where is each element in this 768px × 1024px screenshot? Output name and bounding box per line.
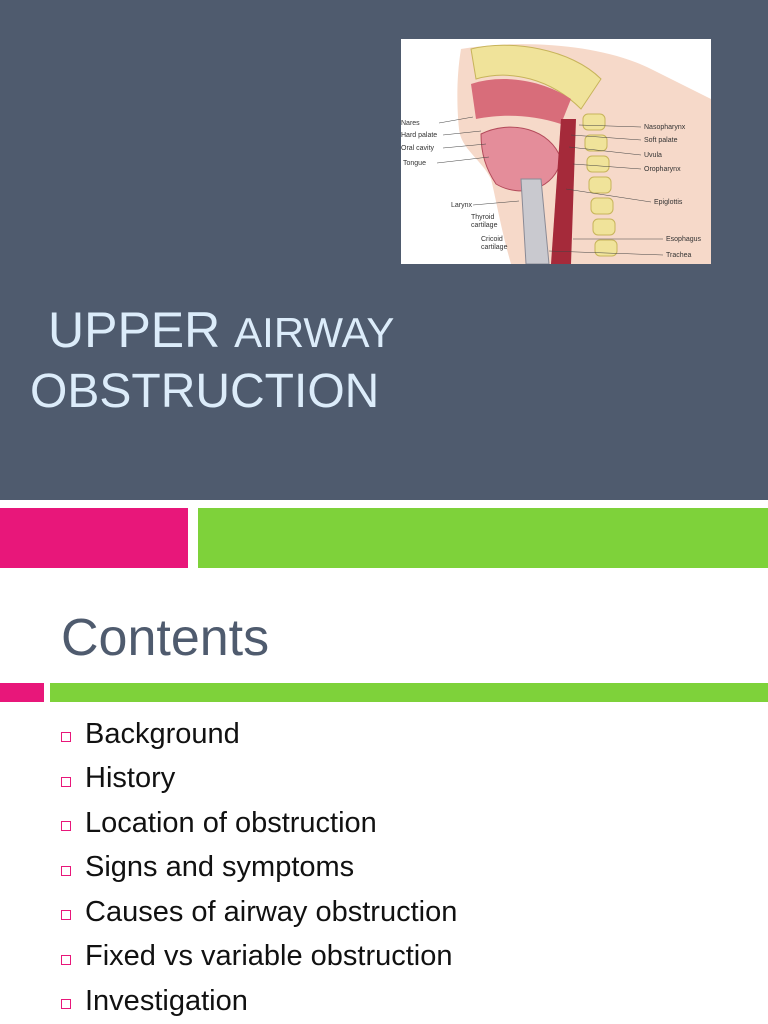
label-oropharynx: Oropharynx bbox=[644, 166, 681, 173]
title-slide: Nares Hard palate Oral cavity Tongue Lar… bbox=[0, 0, 768, 500]
underline-bar-pink bbox=[0, 683, 44, 702]
label-epiglottis: Epiglottis bbox=[654, 199, 683, 206]
bullet-square-icon bbox=[61, 865, 71, 876]
anatomy-illustration: Nares Hard palate Oral cavity Tongue Lar… bbox=[401, 44, 711, 264]
label-cricoid-cartilage: cartilage bbox=[481, 244, 508, 251]
title-line-1: UPPER AIRWAY bbox=[48, 302, 394, 361]
label-thyroid: Thyroid bbox=[471, 214, 494, 221]
list-item-label: Fixed vs variable obstruction bbox=[85, 940, 453, 973]
slide-divider bbox=[0, 500, 768, 508]
list-item-label: Background bbox=[85, 717, 240, 750]
list-item-label: Signs and symptoms bbox=[85, 851, 355, 884]
title-word-upper: UPPER bbox=[48, 302, 221, 358]
bullet-square-icon bbox=[61, 999, 71, 1010]
title-word-airway: AIRWAY bbox=[234, 309, 395, 356]
list-item: History bbox=[61, 757, 457, 802]
bullet-square-icon bbox=[61, 954, 71, 965]
label-esophagus: Esophagus bbox=[666, 236, 702, 243]
underline-bar-green bbox=[50, 683, 768, 702]
list-item: Fixed vs variable obstruction bbox=[61, 935, 457, 980]
label-trachea: Trachea bbox=[666, 252, 692, 259]
label-tongue: Tongue bbox=[403, 160, 426, 167]
label-nares: Nares bbox=[401, 120, 420, 127]
list-item: Causes of airway obstruction bbox=[61, 890, 457, 935]
list-item-label: Causes of airway obstruction bbox=[85, 895, 458, 928]
bullet-square-icon bbox=[61, 776, 71, 787]
label-hard-palate: Hard palate bbox=[401, 132, 437, 139]
title-line-2: OBSTRUCTION bbox=[30, 365, 380, 418]
label-nasopharynx: Nasopharynx bbox=[644, 124, 686, 131]
list-item-label: Investigation bbox=[85, 984, 248, 1017]
label-cricoid: Cricoid bbox=[481, 236, 503, 243]
list-item-label: History bbox=[85, 762, 176, 795]
contents-list: Background History Location of obstructi… bbox=[61, 712, 457, 1024]
accent-bar-pink bbox=[0, 508, 188, 568]
list-item-label: Location of obstruction bbox=[85, 806, 377, 839]
label-uvula: Uvula bbox=[644, 152, 662, 159]
label-soft-palate: Soft palate bbox=[644, 137, 678, 144]
list-item: Location of obstruction bbox=[61, 801, 457, 846]
bullet-square-icon bbox=[61, 910, 71, 921]
list-item: Signs and symptoms bbox=[61, 846, 457, 891]
list-item: Investigation bbox=[61, 979, 457, 1024]
label-thyroid-cartilage: cartilage bbox=[471, 222, 498, 229]
airway-anatomy-diagram: Nares Hard palate Oral cavity Tongue Lar… bbox=[401, 39, 711, 264]
label-larynx: Larynx bbox=[451, 202, 473, 209]
list-item: Background bbox=[61, 712, 457, 757]
contents-heading: Contents bbox=[61, 609, 270, 667]
accent-bar-green bbox=[198, 508, 768, 568]
bullet-square-icon bbox=[61, 732, 71, 743]
bullet-square-icon bbox=[61, 821, 71, 832]
label-oral-cavity: Oral cavity bbox=[401, 145, 435, 152]
